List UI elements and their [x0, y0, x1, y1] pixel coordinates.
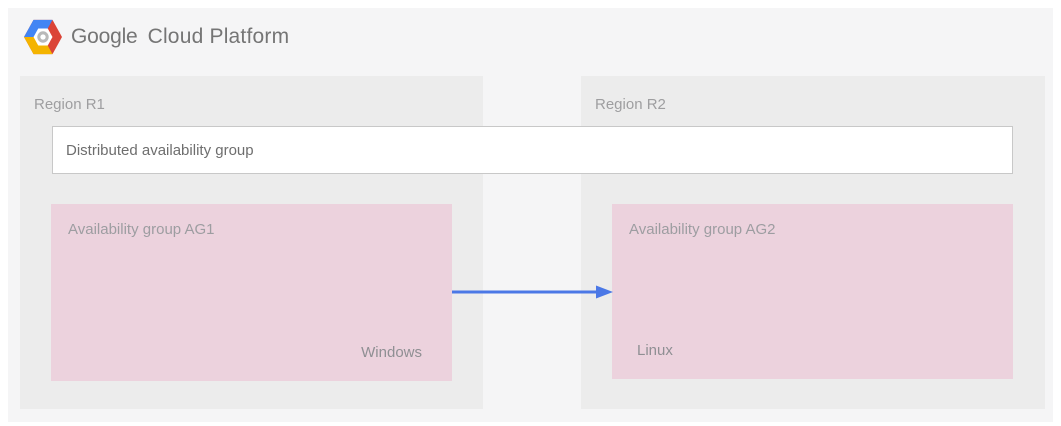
region-r1-label: Region R1 [34, 96, 105, 113]
gcp-brand: Google Cloud Platform [24, 13, 289, 61]
availability-group-ag2-box: Availability group AG2 Linux [612, 204, 1013, 379]
replication-arrow-icon [452, 285, 613, 299]
brand-google: Google [71, 25, 138, 48]
diagram-canvas: Google Cloud Platform Region R1 Availabi… [8, 8, 1053, 422]
os-label-windows: Windows [361, 344, 422, 361]
region-r2-label: Region R2 [595, 96, 666, 113]
os-label-linux: Linux [637, 342, 673, 359]
availability-group-ag1-box: Availability group AG1 Windows [51, 204, 452, 381]
distributed-availability-group-label: Distributed availability group [66, 141, 254, 159]
brand-cloud-platform: Cloud Platform [147, 25, 290, 48]
availability-group-ag1-title: Availability group AG1 [68, 221, 215, 238]
google-cloud-platform-logo-icon [24, 19, 62, 55]
distributed-availability-group-box: Distributed availability group [52, 126, 1013, 174]
availability-group-ag2-title: Availability group AG2 [629, 221, 776, 238]
brand-text: Google Cloud Platform [71, 25, 289, 49]
